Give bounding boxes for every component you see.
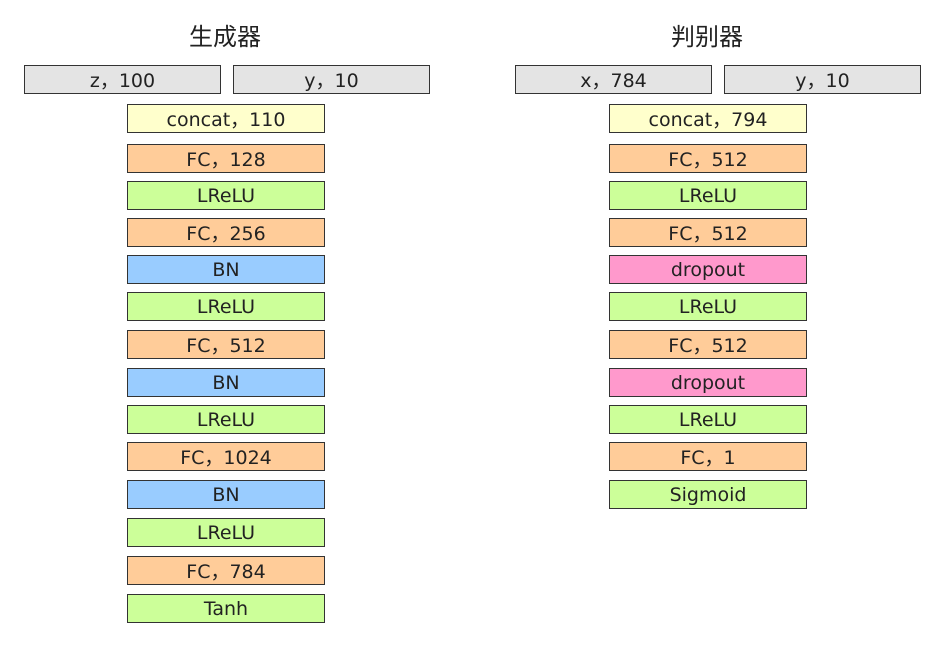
generator-layer-fc: FC，256 [127, 218, 325, 247]
discriminator-input-x: x，784 [515, 65, 712, 94]
generator-layer-lrelu: LReLU [127, 518, 325, 547]
discriminator-layer-fc: FC，512 [609, 330, 807, 359]
generator-layer-lrelu: LReLU [127, 292, 325, 321]
generator-layer-tanh: Tanh [127, 594, 325, 623]
discriminator-layer-lrelu: LReLU [609, 181, 807, 210]
discriminator-layer-concat: concat，794 [609, 104, 807, 133]
generator-layer-fc: FC，784 [127, 556, 325, 585]
generator-layer-lrelu: LReLU [127, 405, 325, 434]
discriminator-layer-dropout: dropout [609, 255, 807, 284]
discriminator-layer-fc: FC，512 [609, 144, 807, 173]
generator-layer-fc: FC，1024 [127, 442, 325, 471]
discriminator-input-y: y，10 [724, 65, 921, 94]
generator-input-y: y，10 [233, 65, 430, 94]
discriminator-layer-fc: FC，1 [609, 442, 807, 471]
discriminator-layer-lrelu: LReLU [609, 292, 807, 321]
generator-layer-fc: FC，128 [127, 144, 325, 173]
generator-layer-bn: BN [127, 480, 325, 509]
discriminator-title: 判别器 [671, 23, 743, 51]
generator-layer-bn: BN [127, 368, 325, 397]
discriminator-layer-fc: FC，512 [609, 218, 807, 247]
generator-input-z: z，100 [24, 65, 221, 94]
generator-title: 生成器 [189, 23, 261, 51]
discriminator-layer-dropout: dropout [609, 368, 807, 397]
discriminator-layer-lrelu: LReLU [609, 405, 807, 434]
generator-layer-fc: FC，512 [127, 330, 325, 359]
generator-layer-concat: concat，110 [127, 104, 325, 133]
generator-layer-lrelu: LReLU [127, 181, 325, 210]
discriminator-layer-sigmoid: Sigmoid [609, 480, 807, 509]
generator-layer-bn: BN [127, 255, 325, 284]
